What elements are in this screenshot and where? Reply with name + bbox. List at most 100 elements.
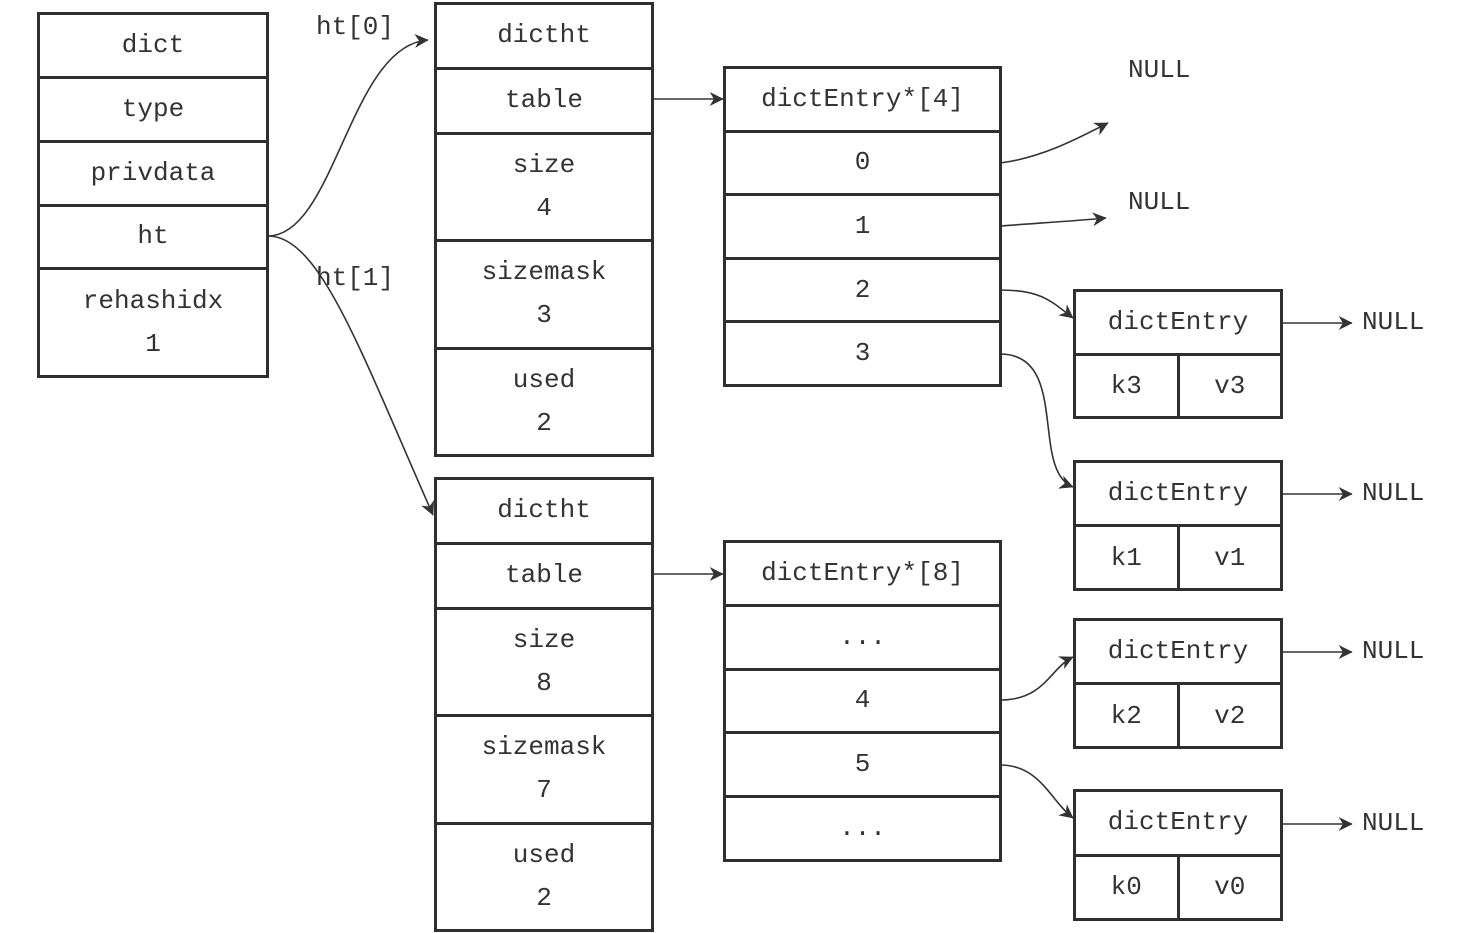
dict-privdata-label: privdata <box>90 157 216 188</box>
entry-array-8-slot-label: 4 <box>854 685 871 716</box>
arrow-slot5-entry <box>999 764 1074 819</box>
dictht-1-sizemask-value: 7 <box>536 775 552 806</box>
entry-array-4-slot-label: 2 <box>854 274 871 305</box>
dictht-0-sizemask-cell: sizemask 3 <box>437 239 651 346</box>
entry-array-4-slot-label: 1 <box>854 210 871 241</box>
dict-entry-value-cell: v0 <box>1176 856 1281 918</box>
dictht-0: dictht table size 4 sizemask 3 used 2 <box>434 2 654 457</box>
arrow-slot2-entry <box>999 289 1074 319</box>
dict-rehashidx-value: 1 <box>145 328 161 359</box>
dictht-0-table-cell: table <box>437 66 651 132</box>
entry-array-8-slot: 4 <box>726 667 999 732</box>
dict-entry-title-cell: dictEntry <box>1076 792 1280 854</box>
dictht-1-size-cell: size 8 <box>437 606 651 714</box>
arrow-slot4-entry <box>999 656 1074 701</box>
dictht-0-size-cell: size 4 <box>437 131 651 239</box>
null-label-entry-k2: NULL <box>1362 636 1425 666</box>
entry-array-4-title: dictEntry*[4] <box>761 83 964 114</box>
dict-entry-title: dictEntry <box>1107 807 1249 838</box>
dict-struct: dict type privdata ht rehashidx 1 <box>37 12 269 378</box>
entry-array-4: dictEntry*[4] 0 1 2 3 <box>723 66 1002 387</box>
dict-entry-key-cell: k2 <box>1076 685 1177 746</box>
dict-type-label: type <box>121 93 185 124</box>
dict-type-cell: type <box>40 75 266 140</box>
entry-array-8-title-cell: dictEntry*[8] <box>726 543 999 604</box>
dict-entry-kv: k2 v2 <box>1076 682 1280 746</box>
dictht-0-table-label: table <box>504 85 583 116</box>
ht1-label: ht[1] <box>316 263 395 293</box>
null-label-entry-k3: NULL <box>1362 307 1425 337</box>
entry-array-4-slot-label: 3 <box>854 338 871 369</box>
dict-entry-key-cell: k1 <box>1076 527 1177 588</box>
entry-array-4-slot: 2 <box>726 256 999 321</box>
entry-array-4-slot: 0 <box>726 129 999 194</box>
entry-array-8: dictEntry*[8] ... 4 5 ... <box>723 540 1002 862</box>
dict-entry-value-cell: v2 <box>1176 685 1281 746</box>
dict-entry-key-cell: k0 <box>1076 857 1177 919</box>
dict-entry-key: k1 <box>1110 542 1142 573</box>
arrow-slot1-null <box>999 212 1107 227</box>
dictht-1-used-value: 2 <box>536 882 552 913</box>
dict-ht-cell: ht <box>40 203 266 268</box>
null-label-slot0: NULL <box>1128 55 1191 85</box>
dictht-1-title-cell: dictht <box>437 480 651 542</box>
dict-entry-key-cell: k3 <box>1076 356 1177 417</box>
arrow-ht1 <box>267 235 435 516</box>
dict-entry-value-cell: v3 <box>1176 355 1281 416</box>
dict-entry-title-cell: dictEntry <box>1076 621 1280 682</box>
dict-entry-kv: k3 v3 <box>1076 352 1281 417</box>
dict-entry-k1: dictEntry k1 v1 <box>1073 460 1283 591</box>
dictht-1-size-value: 8 <box>536 667 552 698</box>
dict-entry-value: v0 <box>1214 872 1246 903</box>
entry-array-4-title-cell: dictEntry*[4] <box>726 69 999 130</box>
dictht-1-sizemask-cell: sizemask 7 <box>437 714 651 821</box>
dictht-1-used-cell: used 2 <box>437 821 651 929</box>
null-label-slot1: NULL <box>1128 187 1191 217</box>
arrow-slot0-null <box>999 122 1109 164</box>
dict-title: dict <box>121 29 185 60</box>
dict-entry-kv: k0 v0 <box>1076 853 1281 919</box>
entry-array-8-slot: ... <box>726 603 999 668</box>
dictht-1-size-label: size <box>512 624 576 655</box>
dict-entry-title-cell: dictEntry <box>1076 463 1280 524</box>
dict-entry-title-cell: dictEntry <box>1076 292 1280 353</box>
dict-entry-title: dictEntry <box>1107 306 1249 337</box>
dict-rehashidx-cell: rehashidx 1 <box>40 267 266 375</box>
dict-entry-key: k2 <box>1110 700 1142 731</box>
dict-entry-value: v3 <box>1214 370 1246 401</box>
dictht-0-sizemask-label: sizemask <box>481 257 607 288</box>
dict-entry-k2: dictEntry k2 v2 <box>1073 618 1283 749</box>
null-label-entry-k1: NULL <box>1362 478 1425 508</box>
dictht-0-size-value: 4 <box>536 192 552 223</box>
dictht-0-sizemask-value: 3 <box>536 300 552 331</box>
dictht-0-used-value: 2 <box>536 407 552 438</box>
entry-array-8-slot: ... <box>726 795 999 859</box>
dictht-1: dictht table size 8 sizemask 7 used 2 <box>434 477 654 932</box>
entry-array-8-slot-label: ... <box>839 621 886 652</box>
entry-array-8-slot: 5 <box>726 731 999 795</box>
dictht-0-title-cell: dictht <box>437 5 651 67</box>
dict-rehashidx-label: rehashidx <box>82 285 224 316</box>
entry-array-4-slot: 1 <box>726 193 999 257</box>
dictht-1-sizemask-label: sizemask <box>481 732 607 763</box>
ht0-label: ht[0] <box>316 12 395 42</box>
dict-entry-value-cell: v1 <box>1176 527 1281 588</box>
dict-entry-kv: k1 v1 <box>1076 524 1280 588</box>
dict-entry-key: k3 <box>1110 370 1142 401</box>
entry-array-4-slot-label: 0 <box>854 147 871 178</box>
dictht-0-size-label: size <box>512 149 576 180</box>
entry-array-8-title: dictEntry*[8] <box>761 557 964 588</box>
entry-array-8-slot-label: ... <box>839 813 886 844</box>
dict-entry-value: v1 <box>1214 542 1246 573</box>
dict-entry-title: dictEntry <box>1107 478 1249 508</box>
entry-array-8-slot-label: 5 <box>854 749 871 780</box>
dict-ht-label: ht <box>137 221 169 252</box>
null-label-entry-k0: NULL <box>1362 808 1425 838</box>
dict-entry-k3: dictEntry k3 v3 <box>1073 289 1283 419</box>
dictht-1-table-cell: table <box>437 541 651 607</box>
dict-entry-value: v2 <box>1214 700 1246 731</box>
dict-entry-title: dictEntry <box>1107 636 1249 666</box>
dictht-1-used-label: used <box>512 839 576 870</box>
